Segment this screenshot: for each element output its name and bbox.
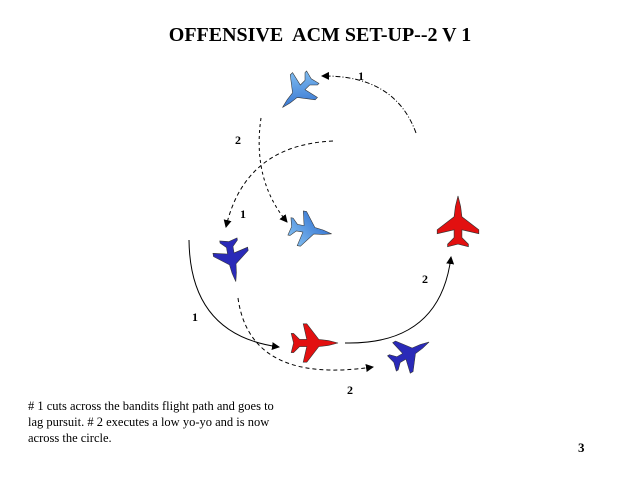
path-yoyo bbox=[344, 256, 455, 344]
red-jet-bottom-icon bbox=[290, 323, 339, 363]
red-jet-right-icon bbox=[436, 195, 480, 248]
path-label: 2 bbox=[347, 383, 353, 397]
page-number: 3 bbox=[578, 440, 585, 455]
path-label: 1 bbox=[192, 310, 198, 324]
fighter-jet-bottom-right-icon bbox=[382, 326, 439, 380]
bandit-jet-top-icon bbox=[269, 64, 326, 121]
bandit-jet-middle-icon bbox=[285, 208, 336, 252]
path-label: 1 bbox=[240, 207, 246, 221]
path-bandit2-descend bbox=[258, 117, 288, 223]
fighter-jet-left-icon bbox=[210, 235, 254, 286]
slide-title: OFFENSIVE ACM SET-UP--2 V 1 bbox=[168, 24, 472, 46]
path-bandit1-top bbox=[321, 71, 417, 134]
path-label: 2 bbox=[235, 133, 241, 147]
path-solid-left bbox=[188, 239, 280, 351]
path-label: 2 bbox=[422, 272, 428, 286]
caption-text: # 1 cuts across the bandits flight path … bbox=[28, 399, 274, 445]
path-label: 1 bbox=[358, 69, 364, 83]
